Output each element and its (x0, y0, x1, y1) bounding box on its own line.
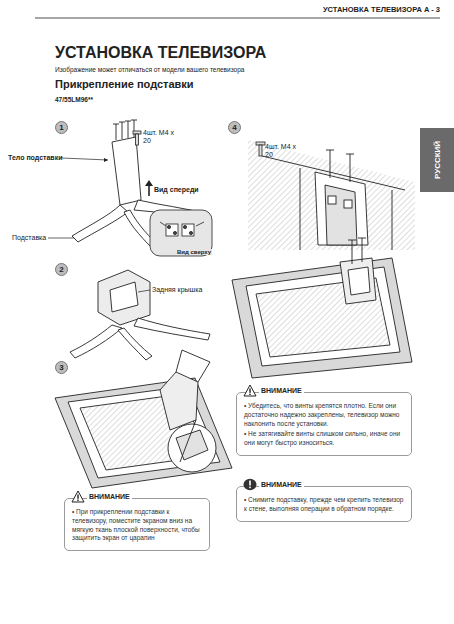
tv-back-perspective (232, 238, 412, 378)
step-label: 2 (59, 266, 63, 274)
view-label: Вид спереди (154, 186, 199, 193)
step-number: 3 (55, 361, 68, 374)
leader-line (48, 238, 74, 239)
tv-bracket-step4 (248, 140, 415, 250)
caution-icon (71, 490, 85, 503)
screw-spec: 4шт. M4 x 20 (265, 143, 305, 160)
caution-heading: ВНИМАНИЕ (87, 493, 132, 500)
running-header: УСТАНОВКА ТЕЛЕВИЗОРА A - 3 (323, 5, 440, 14)
caution-icon (243, 478, 257, 491)
subtitle-note: Изображение может отличаться от модели в… (55, 66, 244, 73)
leader-line (62, 158, 108, 160)
model-number: 47/55LM96** (55, 96, 93, 103)
screw-spec: 4шт. M4 x 20 (143, 129, 183, 146)
screw-icon (133, 131, 141, 145)
page-title: УСТАНОВКА ТЕЛЕВИЗОРА (55, 44, 266, 62)
step-label: 3 (59, 364, 63, 372)
caution-icon (243, 384, 257, 397)
part-label: Подставка (12, 234, 46, 241)
header-rule (35, 18, 440, 19)
language-label: РУССКИЙ (433, 141, 442, 179)
step-number: 4 (228, 121, 241, 134)
step-number: 1 (55, 121, 68, 134)
caution-heading: ВНИМАНИЕ (259, 387, 304, 394)
stand-step2 (70, 270, 210, 360)
caution-box: ВНИМАНИЕ• Снимите подставку, прежде чем … (236, 486, 412, 522)
part-label: Задняя крышка (152, 286, 202, 293)
caution-text: • Снимите подставку, прежде чем крепить … (244, 496, 404, 514)
view-arrow-head (145, 180, 153, 186)
caution-box: ВНИМАНИЕ• При прикреплении подставки к т… (64, 498, 210, 551)
step-label: 1 (59, 124, 63, 132)
step-label: 4 (232, 124, 236, 132)
leader-line (138, 290, 150, 292)
caution-text: • Убедитесь, что винты крепятся плотно. … (244, 402, 404, 428)
caution-text: • Не затягивайте винты слишком сильно, и… (244, 430, 404, 448)
caution-text: • При прикреплении подставки к телевизор… (72, 508, 202, 543)
part-label: Тело подставки (8, 154, 62, 161)
caution-box: ВНИМАНИЕ• Убедитесь, что винты крепятся … (236, 392, 412, 456)
leader-arrow (104, 158, 108, 162)
view-label: Вид сверху (176, 249, 212, 255)
language-tab: РУССКИЙ (420, 128, 454, 192)
section-heading: Прикрепление подставки (55, 78, 194, 90)
step-number: 2 (55, 263, 68, 276)
top-view-inset (150, 210, 212, 256)
screw-icon (256, 142, 265, 156)
tv-step3 (55, 350, 232, 488)
stand-step1 (72, 120, 208, 252)
caution-heading: ВНИМАНИЕ (259, 481, 304, 488)
